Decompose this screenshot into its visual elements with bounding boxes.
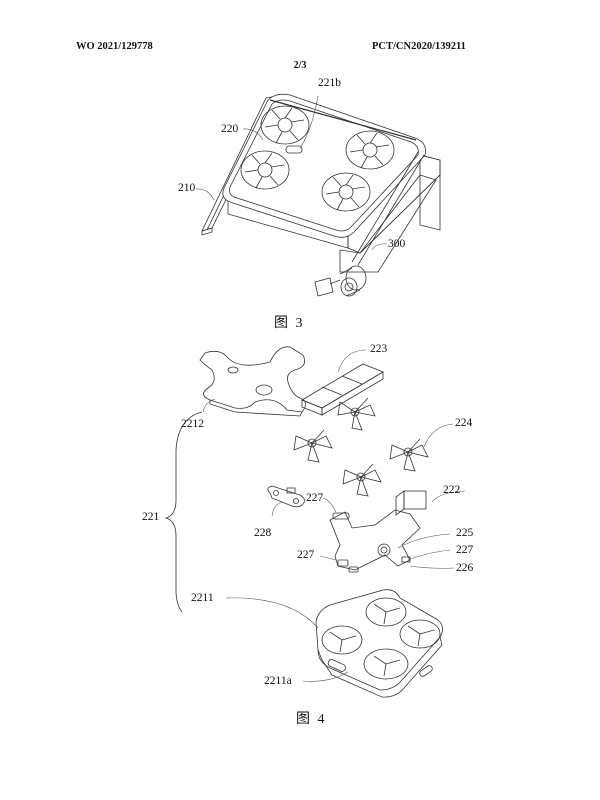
ref-221: 221 bbox=[142, 511, 160, 523]
leader-300 bbox=[371, 243, 388, 251]
top-plate-220 bbox=[222, 93, 426, 238]
leader-2211 bbox=[225, 597, 319, 629]
cover-plate-2212 bbox=[199, 346, 306, 417]
leader-226 bbox=[409, 565, 455, 569]
ref-2211a: 2211a bbox=[264, 675, 292, 687]
ref-225: 225 bbox=[456, 527, 474, 539]
brace-221 bbox=[164, 411, 203, 613]
leader-227-left bbox=[319, 555, 337, 561]
propeller bbox=[342, 463, 382, 497]
ref-224: 224 bbox=[455, 417, 473, 429]
figure-3-drawing bbox=[195, 93, 441, 297]
leader-210 bbox=[195, 188, 215, 201]
ref-227-left: 227 bbox=[297, 549, 315, 561]
motor-300 bbox=[314, 265, 367, 297]
figure-4-drawing bbox=[164, 346, 466, 698]
propellers-224 bbox=[293, 397, 429, 497]
leader-223 bbox=[337, 349, 367, 373]
ref-210: 210 bbox=[178, 182, 196, 194]
propeller bbox=[389, 438, 429, 472]
ref-227-right: 227 bbox=[456, 544, 474, 556]
bracket-228 bbox=[267, 485, 305, 508]
leader-227-right bbox=[407, 549, 451, 561]
leader-228 bbox=[271, 501, 284, 517]
leader-224 bbox=[423, 423, 454, 448]
ref-227-top: 227 bbox=[306, 492, 324, 504]
ref-2212: 2212 bbox=[181, 418, 204, 430]
fan-rotor bbox=[345, 130, 395, 170]
application-number: PCT/CN2020/139211 bbox=[372, 41, 466, 52]
ref-223: 223 bbox=[370, 343, 388, 355]
leader-2211a bbox=[302, 671, 349, 682]
figure-4-caption: 图 4 bbox=[296, 712, 327, 727]
flight-board bbox=[329, 490, 427, 573]
ref-222: 222 bbox=[443, 484, 461, 496]
publication-number: WO 2021/129778 bbox=[76, 41, 153, 52]
fan-rotor bbox=[240, 150, 290, 190]
slide-rail bbox=[351, 151, 425, 266]
leader-227-top bbox=[322, 497, 337, 513]
leader-222 bbox=[431, 490, 466, 503]
battery-223 bbox=[301, 363, 384, 416]
ref-228: 228 bbox=[254, 527, 272, 539]
ref-226: 226 bbox=[456, 562, 474, 574]
leader-220 bbox=[242, 128, 264, 141]
leader-221b bbox=[299, 95, 319, 149]
ref-220: 220 bbox=[221, 123, 239, 135]
leader-225 bbox=[397, 533, 451, 549]
ref-300: 300 bbox=[388, 238, 406, 250]
fan-rotor bbox=[321, 172, 371, 212]
ref-221b: 221b bbox=[318, 77, 341, 89]
propeller bbox=[337, 397, 376, 431]
ref-2211: 2211 bbox=[191, 592, 214, 604]
fan-rotors bbox=[240, 105, 395, 212]
figure-3-caption: 图 3 bbox=[274, 316, 305, 331]
fan-rotor bbox=[260, 105, 310, 145]
propeller bbox=[293, 429, 333, 463]
guard-frame-2211 bbox=[315, 589, 443, 698]
sensor-221b bbox=[285, 145, 303, 154]
leader-2212 bbox=[202, 398, 216, 413]
sheet-number: 2/3 bbox=[293, 60, 307, 71]
